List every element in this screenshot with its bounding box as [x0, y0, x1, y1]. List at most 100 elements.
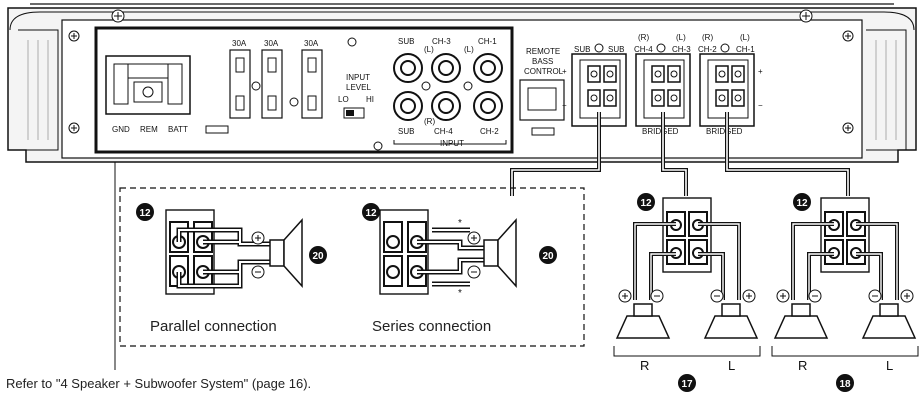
- callout-badge-20: 20: [539, 246, 557, 264]
- input-level-hi: HI: [366, 95, 374, 104]
- speaker-magnet: [633, 303, 653, 317]
- out-a-r: (R): [638, 33, 649, 42]
- out-b-l: (L): [740, 33, 750, 42]
- callout-badge-12: 12: [136, 203, 154, 221]
- input-label: INPUT: [440, 139, 464, 148]
- batt-label: BATT: [168, 125, 188, 134]
- callout-badge-12: 12: [637, 193, 655, 211]
- power-terminal: [105, 55, 191, 115]
- terminal-pin: [670, 70, 678, 78]
- terminal-pin: [670, 94, 678, 102]
- speaker-icon: [703, 315, 759, 339]
- asterisk-top: *: [458, 218, 462, 229]
- callout-badge-20: 20: [309, 246, 327, 264]
- remote-line-3: CONTROL: [524, 67, 564, 76]
- bridged-a: BRIDGED: [642, 127, 679, 136]
- screw-icon: [594, 43, 604, 53]
- series-connector: [379, 209, 429, 295]
- terminal-pin: [734, 70, 742, 78]
- rca-inputs: [393, 53, 507, 145]
- out-ch4: CH-4: [634, 45, 653, 54]
- out-sub-right: SUB: [608, 45, 624, 54]
- screw-icon: [347, 37, 357, 47]
- terminal-pin: [654, 94, 662, 102]
- group-a-right: L: [728, 358, 735, 373]
- svg-text:12: 12: [640, 198, 652, 209]
- input-ch1: CH-1: [478, 37, 497, 46]
- input-ch4: CH-4: [434, 127, 453, 136]
- input-l-left: (L): [424, 45, 434, 54]
- input-level-switch-knob: [346, 110, 354, 116]
- rem-label: REM: [140, 125, 158, 134]
- input-section-frame: [94, 26, 514, 154]
- speaker-system-a: [615, 197, 759, 339]
- terminal-pin: [606, 94, 614, 102]
- inset-box: [119, 187, 585, 347]
- screw-icon: [656, 43, 666, 53]
- input-r-label: (R): [424, 117, 435, 126]
- terminal-holes: [587, 65, 745, 107]
- svg-text:12: 12: [796, 198, 808, 209]
- terminal-pin: [734, 94, 742, 102]
- speaker-icon: [615, 315, 671, 339]
- out-ch3: CH-3: [672, 45, 691, 54]
- input-l-right: (L): [464, 45, 474, 54]
- svg-text:20: 20: [312, 251, 324, 262]
- callout-badge-17: 17: [678, 374, 696, 392]
- input-sub-top: SUB: [398, 37, 414, 46]
- svg-text:20: 20: [542, 251, 554, 262]
- out-ch1: CH-1: [736, 45, 755, 54]
- input-level-title-1: INPUT: [346, 73, 370, 82]
- remote-line-2: BASS: [532, 57, 553, 66]
- minus-sign: −: [562, 101, 567, 110]
- input-level-lo: LO: [338, 95, 349, 104]
- fuse-label-2: 30A: [264, 39, 279, 48]
- svg-text:18: 18: [839, 379, 851, 390]
- group-b-left: R: [798, 358, 807, 373]
- screw-icon: [373, 141, 383, 151]
- out-a-l: (L): [676, 33, 686, 42]
- fuse-label-1: 30A: [232, 39, 247, 48]
- asterisk-bottom: *: [458, 288, 462, 299]
- remote-port-inner: [527, 87, 557, 111]
- bracket-b: [771, 346, 919, 357]
- terminal-pin: [590, 70, 598, 78]
- series-caption: Series connection: [372, 318, 492, 335]
- speaker-icon: [773, 315, 829, 339]
- parallel-caption: Parallel connection: [150, 318, 277, 335]
- input-ch3: CH-3: [432, 37, 451, 46]
- svg-text:12: 12: [365, 208, 377, 219]
- speaker-icon: [269, 218, 303, 288]
- bracket-a: [613, 346, 761, 357]
- speaker-system-b: [773, 197, 917, 339]
- remote-line-1: REMOTE: [526, 47, 560, 56]
- out-sub-left: SUB: [574, 45, 590, 54]
- terminal-pin: [654, 70, 662, 78]
- speaker-magnet: [721, 303, 741, 317]
- input-ch2: CH-2: [480, 127, 499, 136]
- amplifier-chassis: [7, 3, 917, 163]
- speaker-icon: [861, 315, 917, 339]
- speaker-magnet: [791, 303, 811, 317]
- input-level-title-2: LEVEL: [346, 83, 371, 92]
- speaker-icon: [483, 218, 517, 288]
- speaker-magnet: [879, 303, 899, 317]
- gnd-label: GND: [112, 125, 130, 134]
- svg-text:12: 12: [139, 208, 151, 219]
- fuse-block: [229, 49, 323, 119]
- terminal-pin: [590, 94, 598, 102]
- group-b-right: L: [886, 358, 893, 373]
- out-ch2: CH-2: [698, 45, 717, 54]
- chassis-screw-icon: [68, 9, 854, 134]
- bridged-b: BRIDGED: [706, 127, 743, 136]
- terminal-pin: [718, 70, 726, 78]
- callout-badge-18: 18: [836, 374, 854, 392]
- remote-led: [531, 127, 555, 136]
- callout-badge-12: 12: [793, 193, 811, 211]
- fuse-label-3: 30A: [304, 39, 319, 48]
- terminal-pin: [718, 94, 726, 102]
- minus-sign: −: [758, 101, 763, 110]
- plus-sign: +: [562, 67, 567, 76]
